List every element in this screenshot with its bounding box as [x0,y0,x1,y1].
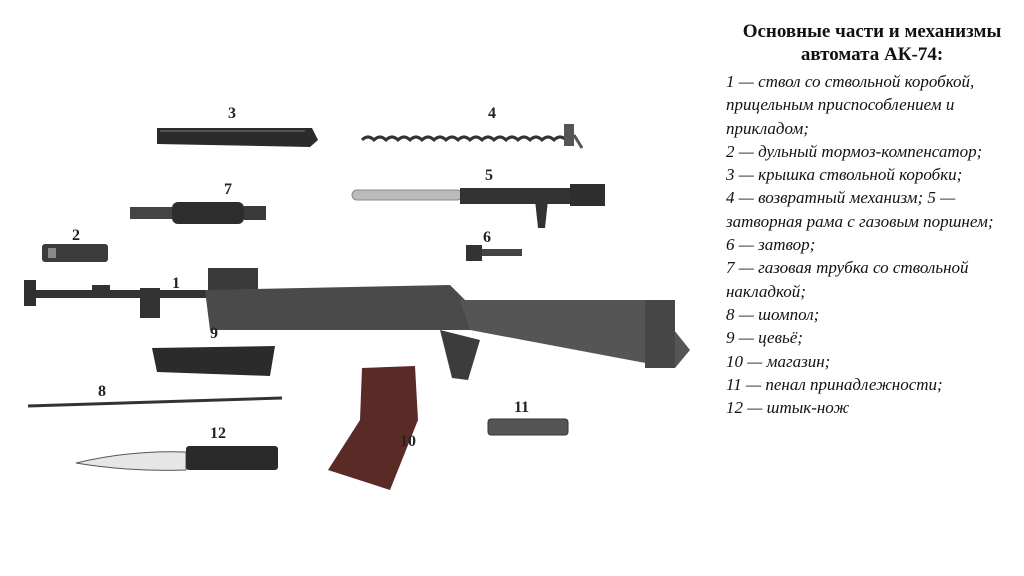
part-magazine [328,366,418,490]
part-bolt-carrier [351,184,605,228]
label-part-8: 8 [98,383,106,400]
legend-item-11: 11 — пенал принадлежности; [726,374,943,394]
legend-item-1: 1 — ствол со ствольной коробкой, прицель… [726,72,975,138]
legend-item-3: 3 — крышка ствольной коробки; [726,165,963,185]
label-part-7: 7 [224,181,232,198]
legend-title: Основные части и механизмы автомата АК-7… [742,21,1002,65]
label-part-5: 5 [485,167,493,184]
legend-item-6: 6 — затвор; [726,235,816,255]
label-part-11: 11 [514,399,529,416]
legend-item-2: 2 — дульный тормоз-компенсатор; [726,141,983,161]
label-part-1: 1 [172,275,180,292]
legend-item-12: 12 — штык-нож [726,398,850,418]
part-bolt [466,245,522,261]
part-rifle-body [24,268,690,380]
legend-item-10: 10 — магазин; [726,351,831,371]
label-part-12: 12 [210,425,226,442]
legend-item-8: 8 — шомпол; [726,304,820,324]
part-bayonet [75,446,278,471]
label-part-3: 3 [228,105,236,122]
part-gas-tube [130,202,266,224]
part-receiver-cover [157,128,318,147]
part-accessory-case [487,418,569,436]
legend: Основные части и механизмы автомата АК-7… [726,20,1018,419]
label-part-4: 4 [488,105,496,122]
label-part-2: 2 [72,227,80,244]
legend-item-7: 7 — газовая трубка со ствольной накладко… [726,258,969,301]
label-part-9: 9 [210,325,218,342]
ak74-parts-diagram: 1 2 3 4 5 6 7 8 9 10 11 12 [24,105,690,490]
label-part-6: 6 [483,229,491,246]
legend-item-9: 9 — цевьё; [726,328,803,348]
legend-item-4-5: 4 — возвратный механизм; 5 — затворная р… [726,188,994,231]
part-forend [152,346,275,376]
part-muzzle-brake [42,244,108,262]
label-part-10: 10 [400,433,416,450]
part-return-mechanism [360,124,584,149]
part-cleaning-rod [27,396,283,408]
